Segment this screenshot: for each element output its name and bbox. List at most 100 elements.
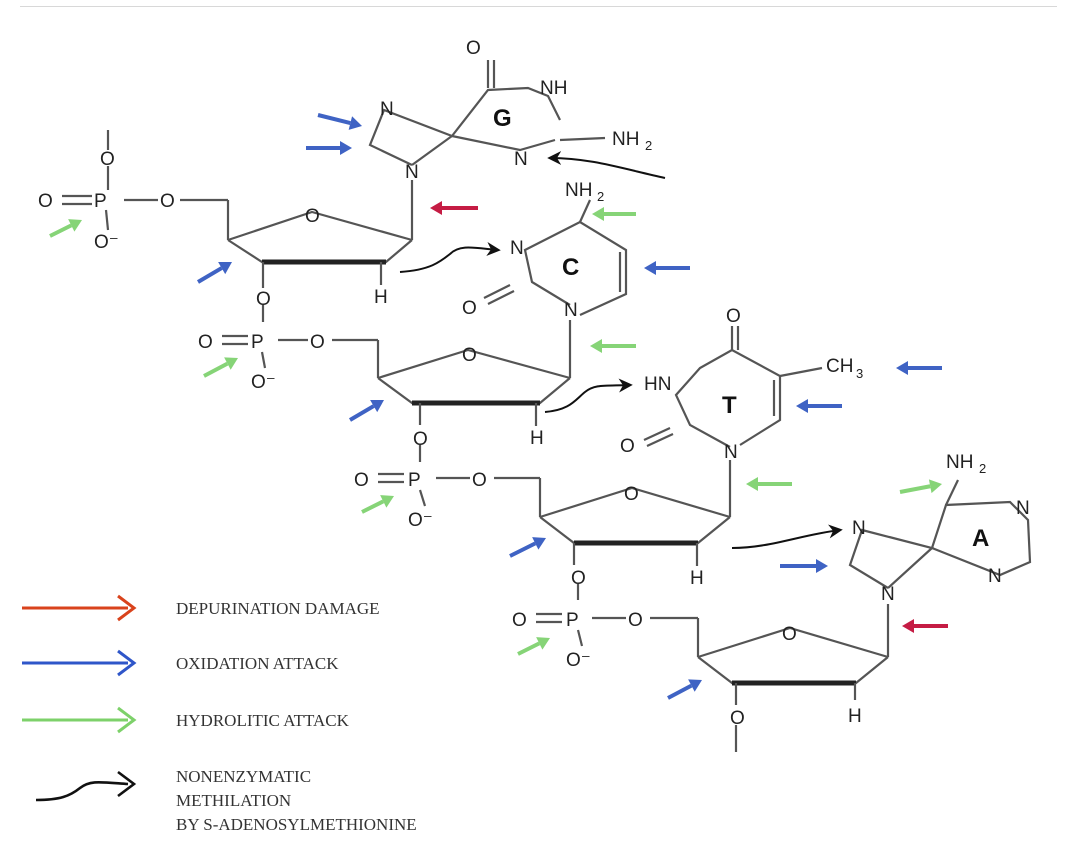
atom-o: O — [310, 332, 325, 353]
oxidation-arrow-icon — [644, 261, 690, 275]
depurination-arrow-icon — [902, 619, 948, 633]
atom-n: N — [514, 149, 528, 170]
hydrolitic-arrow-icon — [203, 357, 238, 378]
oxidation-arrow-icon — [896, 361, 942, 375]
oxidation-arrow-icon — [196, 262, 232, 284]
oxidation-arrow-icon — [317, 113, 362, 130]
subscript-2: 2 — [979, 461, 986, 476]
legend-label-hydrolitic: HYDROLITIC ATTACK — [176, 711, 350, 730]
atom-n: N — [564, 300, 578, 321]
base-label-c: C — [562, 254, 579, 281]
atom-o: O — [472, 470, 487, 491]
atom-o: O — [38, 191, 53, 212]
legend-label-depurination: DEPURINATION DAMAGE — [176, 599, 380, 618]
atom-nh2: NH — [946, 452, 973, 473]
atom-o-minus: O⁻ — [251, 372, 276, 393]
oxidation-arrow-icon — [780, 559, 828, 573]
atom-o: O — [624, 484, 639, 505]
damage-arrows — [49, 113, 948, 700]
atom-n: N — [988, 566, 1002, 587]
hydrolitic-arrow-icon — [361, 495, 394, 514]
oxidation-arrow-icon — [667, 679, 702, 700]
atom-o: O — [256, 289, 271, 310]
atom-h: H — [530, 428, 544, 449]
depurination-arrow-icon — [430, 201, 478, 215]
legend-label-methylation-line1: NONENZYMATIC — [176, 767, 311, 786]
atom-o: O — [160, 191, 175, 212]
atom-o-minus: O⁻ — [566, 650, 591, 671]
atom-o: O — [512, 610, 527, 631]
top-divider — [20, 6, 1057, 7]
subscript-2: 2 — [645, 138, 652, 153]
atom-n: N — [405, 162, 419, 183]
atom-o: O — [198, 332, 213, 353]
atom-ch3: CH — [826, 356, 853, 377]
legend: DEPURINATION DAMAGE OXIDATION ATTACK HYD… — [22, 594, 417, 834]
hydrolitic-arrow-icon — [899, 479, 942, 494]
atom-o: O — [354, 470, 369, 491]
legend-label-oxidation: OXIDATION ATTACK — [176, 654, 339, 673]
hydrolitic-arrow-icon — [49, 219, 82, 238]
atom-p: P — [94, 191, 107, 212]
legend-item-methylation: NONENZYMATIC METHILATION BY S-ADENOSYLME… — [35, 767, 417, 834]
atom-n: N — [724, 442, 738, 463]
subscript-3: 3 — [856, 366, 863, 381]
methylation-arrows — [399, 151, 843, 549]
atom-o: O — [730, 708, 745, 729]
methylation-arrow-icon — [544, 378, 633, 413]
oxidation-arrow-icon — [796, 399, 842, 413]
atom-o: O — [462, 298, 477, 319]
legend-label-methylation-line2: METHILATION — [176, 791, 291, 810]
atom-o-minus: O⁻ — [94, 232, 119, 253]
oxidation-arrow-icon — [509, 537, 546, 558]
base-label-g: G — [493, 105, 512, 132]
atom-o: O — [100, 149, 115, 170]
atom-nh: NH — [540, 78, 567, 99]
base-label-t: T — [722, 392, 737, 419]
atom-o: O — [571, 568, 586, 589]
hydrolitic-arrow-icon — [22, 706, 137, 734]
atom-o: O — [462, 345, 477, 366]
legend-item-hydrolitic: HYDROLITIC ATTACK — [22, 706, 350, 734]
atom-h: H — [690, 568, 704, 589]
atom-n: N — [510, 238, 524, 259]
atom-nh2: NH — [612, 129, 639, 150]
depurination-arrow-icon — [22, 594, 137, 622]
atom-o: O — [620, 436, 635, 457]
methylation-arrow-icon — [399, 242, 501, 273]
bonds — [62, 60, 1032, 752]
hydrolitic-arrow-icon — [592, 207, 636, 221]
methylation-arrow-icon — [547, 151, 666, 179]
atom-o: O — [413, 429, 428, 450]
atom-o: O — [628, 610, 643, 631]
oxidation-arrow-icon — [22, 649, 137, 677]
legend-item-depurination: DEPURINATION DAMAGE — [22, 594, 380, 622]
oxidation-arrow-icon — [348, 400, 384, 422]
atom-o: O — [782, 624, 797, 645]
hydrolitic-arrow-icon — [590, 339, 636, 353]
atom-labels: O O P O O⁻ O H N O NH N N NH 2 G O O P O… — [38, 38, 1030, 729]
methylation-arrow-icon — [35, 770, 137, 802]
subscript-2: 2 — [597, 189, 604, 204]
atom-p: P — [566, 610, 579, 631]
atom-o: O — [305, 206, 320, 227]
atom-o: O — [726, 306, 741, 327]
atom-h: H — [848, 706, 862, 727]
atom-p: P — [251, 332, 264, 353]
atom-nh2: NH — [565, 180, 592, 201]
legend-label-methylation-line3: BY S-ADENOSYLMETHIONINE — [176, 815, 417, 834]
atom-o-minus: O⁻ — [408, 510, 433, 531]
base-label-a: A — [972, 525, 989, 552]
atom-n: N — [380, 99, 394, 120]
oxidation-arrow-icon — [306, 141, 352, 155]
hydrolitic-arrow-icon — [746, 477, 792, 491]
legend-item-oxidation: OXIDATION ATTACK — [22, 649, 339, 677]
atom-n: N — [1016, 498, 1030, 519]
atom-n: N — [881, 584, 895, 605]
atom-p: P — [408, 470, 421, 491]
atom-o: O — [466, 38, 481, 59]
methylation-arrow-icon — [731, 524, 843, 549]
atom-h: H — [374, 287, 388, 308]
